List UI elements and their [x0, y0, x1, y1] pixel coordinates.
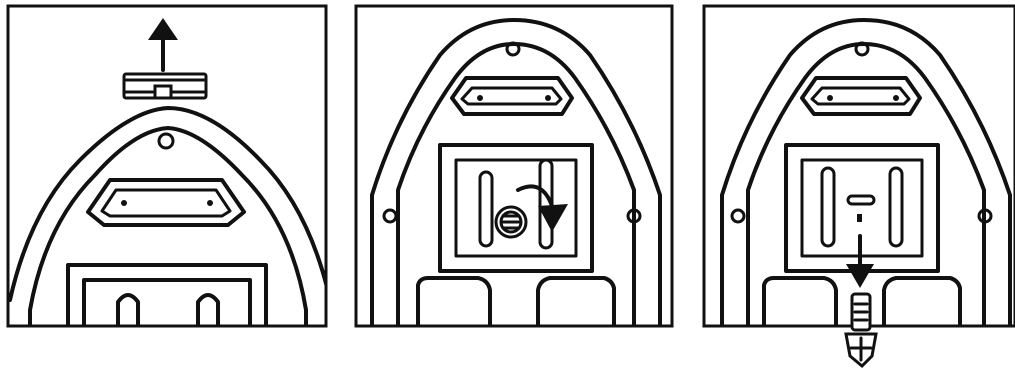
lower-bracket-left — [416, 276, 492, 326]
slot-left — [116, 293, 140, 326]
latch-clip — [122, 72, 208, 100]
seat-back-inner-outline — [396, 42, 636, 326]
panel-step-1 — [6, 4, 328, 328]
lower-bracket-inner — [82, 278, 252, 326]
curved-arrow-clockwise-icon — [516, 184, 568, 232]
seat-back-outer-outline — [720, 18, 1012, 326]
seat-back-outer-outline — [8, 106, 326, 302]
grip-plate — [450, 76, 574, 116]
mount-hole — [157, 132, 175, 150]
lower-bracket-right — [536, 276, 616, 326]
slot-right — [888, 166, 904, 248]
seat-back-inner-outline — [746, 42, 986, 326]
lower-bracket-outer — [66, 263, 268, 326]
lower-bracket-left — [762, 276, 838, 326]
slot-right — [196, 293, 220, 326]
seat-back-inner-outline — [28, 126, 308, 326]
slot-left — [478, 170, 494, 248]
panel-step-3 — [702, 4, 1015, 369]
panel-step-2 — [354, 4, 674, 328]
mount-hole-right — [626, 208, 642, 224]
mount-hole-left — [382, 208, 398, 224]
lower-bracket-right — [882, 276, 962, 326]
mount-hole-top — [854, 41, 870, 57]
screw-slot-mark — [846, 194, 876, 206]
mount-hole-left — [730, 208, 746, 224]
mounting-plate-inner — [454, 158, 578, 258]
panel-frame-1 — [6, 4, 328, 328]
removed-screw — [844, 292, 878, 369]
mount-hole-top — [505, 41, 521, 57]
slot-left — [820, 166, 836, 248]
seat-back-outer-outline — [370, 18, 662, 326]
grip-plate — [800, 76, 922, 116]
grip-plate — [86, 178, 246, 227]
panel-frame-2 — [354, 4, 674, 328]
mounting-plate-outer — [438, 143, 594, 273]
mount-hole-right — [977, 208, 993, 224]
arrow-up-icon — [148, 18, 178, 72]
arrow-down-icon — [846, 234, 874, 288]
screw-head — [494, 205, 528, 239]
grip-plate-inner — [100, 188, 232, 218]
